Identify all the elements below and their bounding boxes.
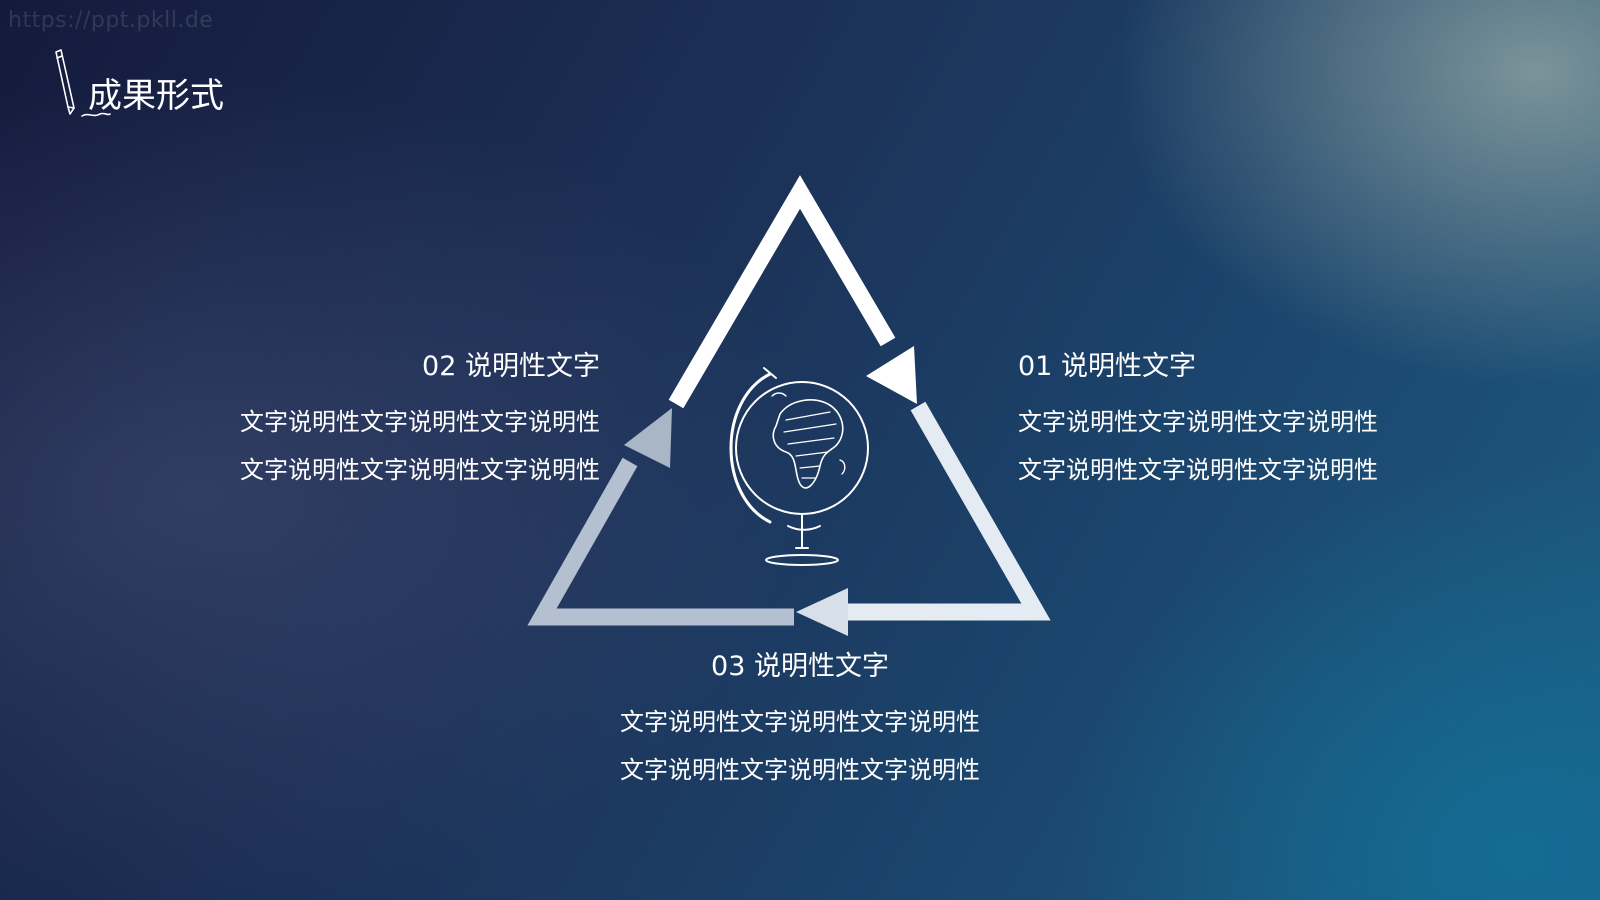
item-03-line-1: 文字说明性文字说明性文字说明性	[620, 708, 980, 736]
item-02-heading: 02 说明性文字	[422, 351, 600, 382]
item-02-line-1: 文字说明性文字说明性文字说明性	[240, 408, 600, 436]
item-01-heading: 01 说明性文字	[1018, 351, 1196, 382]
globe-icon	[729, 367, 869, 566]
item-01-block: 01 说明性文字 文字说明性文字说明性文字说明性 文字说明性文字说明性文字说明性	[1018, 350, 1378, 494]
item-03-heading: 03 说明性文字	[711, 651, 889, 682]
arrowhead-top-right	[866, 346, 917, 404]
title-area: 成果形式	[52, 48, 252, 120]
item-03-line-2: 文字说明性文字说明性文字说明性	[620, 756, 980, 784]
arrowhead-top-left	[624, 408, 672, 468]
item-02-block: 02 说明性文字 文字说明性文字说明性文字说明性 文字说明性文字说明性文字说明性	[240, 350, 600, 494]
arrow-right	[838, 401, 1051, 621]
item-01-line-1: 文字说明性文字说明性文字说明性	[1018, 408, 1378, 436]
item-02-line-2: 文字说明性文字说明性文字说明性	[240, 456, 600, 484]
arrow-top-left	[668, 175, 896, 409]
page-title: 成果形式	[88, 76, 224, 116]
arrow-bottom-left	[527, 457, 794, 626]
pencil-icon	[55, 49, 111, 117]
arrowhead-bottom	[796, 588, 848, 636]
watermark: https://ppt.pkll.de	[8, 8, 214, 33]
item-03-block: 03 说明性文字 文字说明性文字说明性文字说明性 文字说明性文字说明性文字说明性	[560, 650, 1040, 794]
item-01-line-2: 文字说明性文字说明性文字说明性	[1018, 456, 1378, 484]
